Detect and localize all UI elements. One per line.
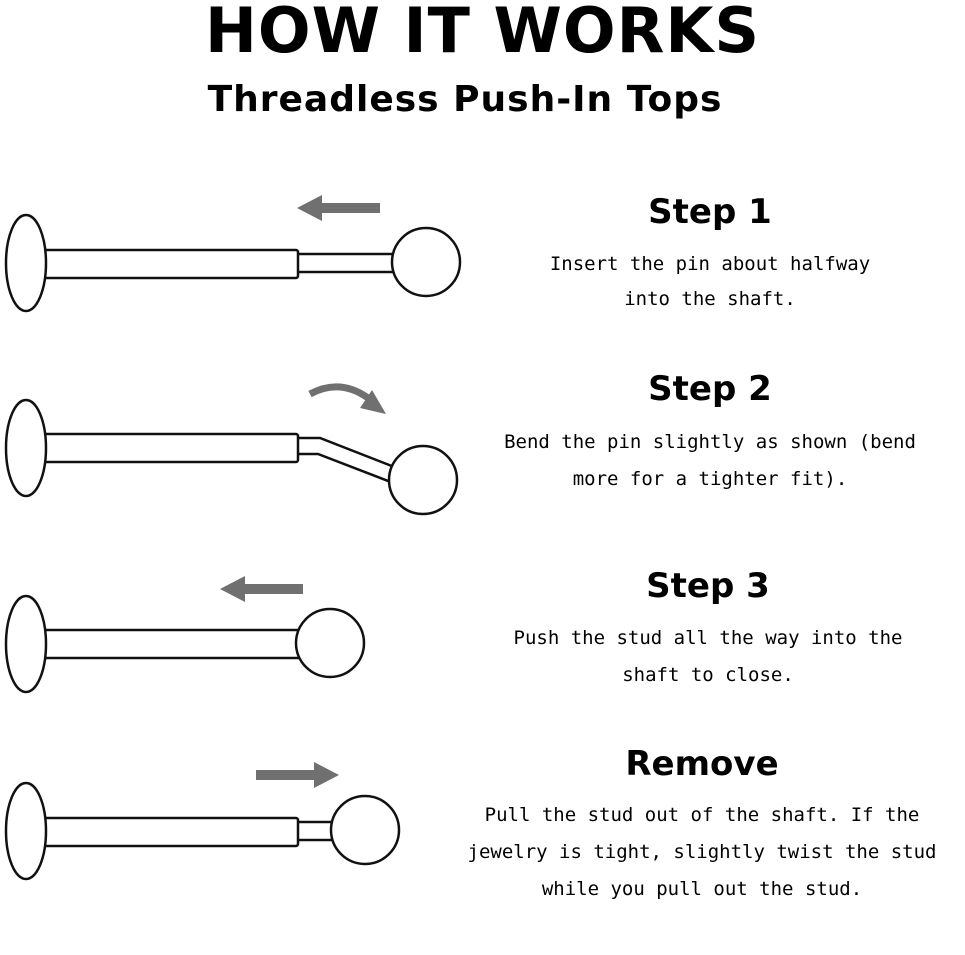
- remove-illustration: [4, 762, 401, 881]
- step2-title: Step 2: [648, 369, 772, 409]
- step1-title: Step 1: [648, 192, 772, 232]
- step3-ball: [294, 607, 366, 679]
- step1-left-arrow-icon: [297, 195, 380, 221]
- step3-shaft: [32, 628, 302, 660]
- remove-text-line1: Pull the stud out of the shaft. If the: [484, 804, 920, 826]
- remove-right-arrow-icon: [256, 762, 339, 788]
- step3-left-arrow-icon: [220, 576, 303, 602]
- step2-shaft: [32, 432, 300, 464]
- step1-ball: [390, 226, 462, 298]
- step3-text-line2: shaft to close.: [622, 664, 794, 686]
- step2-bent-pin: [294, 436, 404, 486]
- step2-curved-arrow-icon: [308, 383, 371, 401]
- step1-shaft: [32, 248, 300, 280]
- remove-text-line2: jewelry is tight, slightly twist the stu…: [467, 841, 937, 863]
- step3-text-line1: Push the stud all the way into the: [513, 627, 903, 649]
- page-title: HOW IT WORKS: [204, 0, 761, 67]
- step2-ball: [387, 444, 459, 516]
- remove-shaft: [32, 816, 300, 848]
- step1-illustration: [4, 195, 462, 313]
- remove-ball: [329, 794, 401, 866]
- step2-text-line2: more for a tighter fit).: [572, 468, 848, 490]
- step1-text-line1: Insert the pin about halfway: [549, 253, 871, 275]
- step3-disc: [4, 594, 48, 694]
- step2-text-line1: Bend the pin slightly as shown (bend: [504, 431, 916, 453]
- step1-pin: [294, 252, 402, 274]
- step1-disc: [4, 213, 48, 313]
- step1-text-line2: into the shaft.: [624, 288, 796, 310]
- remove-title: Remove: [625, 744, 779, 784]
- step3-title: Step 3: [646, 566, 770, 606]
- page-subtitle: Threadless Push-In Tops: [207, 79, 723, 120]
- remove-text-line3: while you pull out the stud.: [541, 878, 863, 900]
- step2-illustration: [4, 383, 459, 516]
- step2-disc: [4, 398, 48, 498]
- step3-illustration: [4, 576, 366, 694]
- remove-disc: [4, 781, 48, 881]
